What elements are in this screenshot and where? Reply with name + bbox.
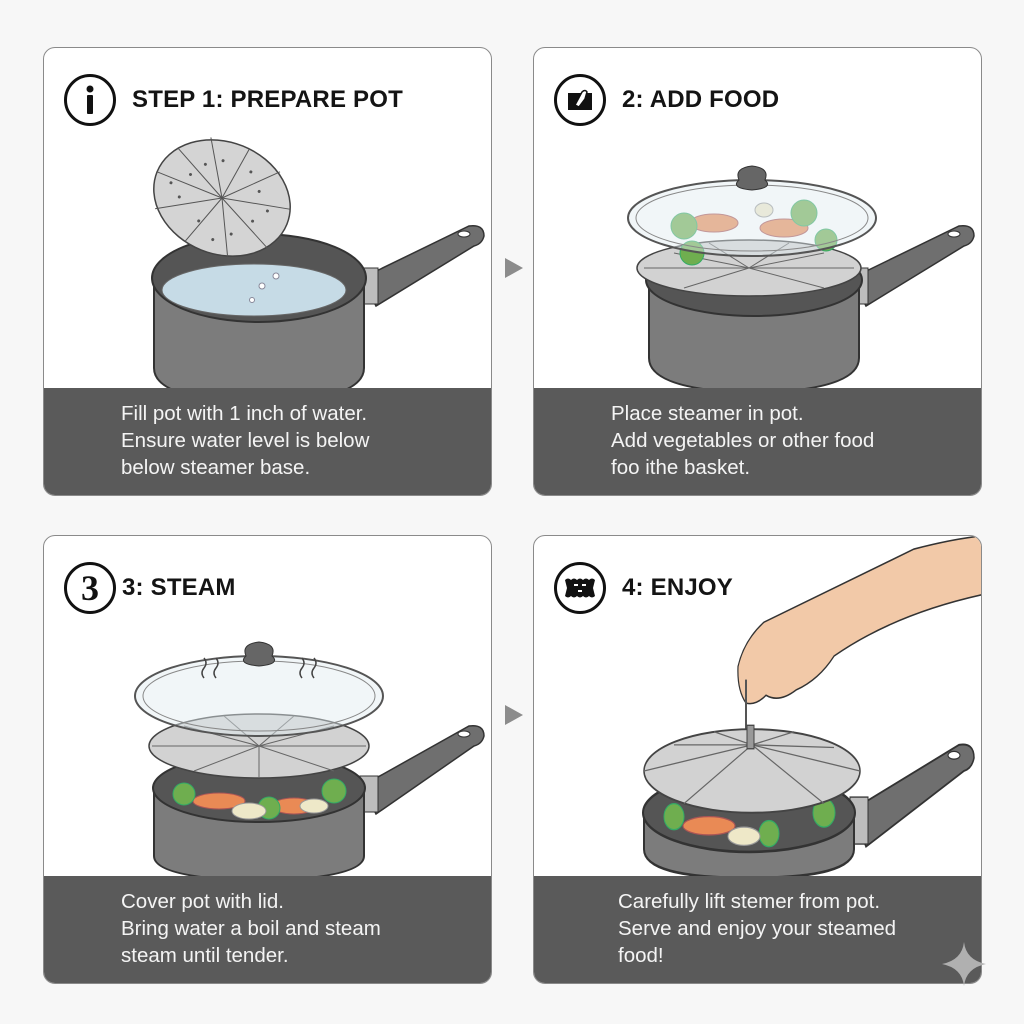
step-header: 2: ADD FOOD: [554, 72, 779, 128]
step-number: 3: [81, 568, 99, 608]
add-food-icon: [554, 74, 606, 126]
step-caption: Fill pot with 1 inch of water. Ensure wa…: [44, 388, 491, 495]
caption-line: Ensure water level is below: [121, 429, 370, 452]
step-title: STEP 1: PREPARE POT: [132, 86, 403, 113]
step-title: 4: ENJOY: [622, 574, 733, 601]
number-3-icon: 3: [64, 562, 116, 614]
caption-line: steam until tender.: [121, 944, 289, 967]
caption-line: Place steamer in pot.: [611, 402, 804, 425]
info-icon: [64, 74, 116, 126]
pot-with-steamer-illustration: [627, 165, 975, 390]
caption-line: Fill pot with 1 inch of water.: [121, 402, 368, 425]
step-panel-3: 3 3: STEAM Cover pot with lid. Bring wat…: [43, 535, 492, 984]
hand-lifting-steamer-illustration: [642, 536, 981, 878]
next-arrow-1: [505, 258, 523, 278]
caption-line: Bring water a boil and steam: [121, 917, 381, 940]
step-panel-1: STEP 1: PREPARE POT Fill pot with 1: [43, 47, 492, 496]
caption-line: Add vegetables or other food: [611, 429, 875, 452]
pot-with-water-illustration: [151, 137, 485, 390]
enjoy-icon: [554, 562, 606, 614]
step-panel-2: 2: ADD FOOD Place steamer in pot. Add ve…: [533, 47, 982, 496]
step-title: 3: STEAM: [122, 574, 236, 601]
step-caption: Carefully lift stemer from pot. Serve an…: [534, 876, 981, 983]
step-panel-4: 4: ENJOY Carefully lift stemer from pot.…: [533, 535, 982, 984]
sparkle-icon: [942, 942, 986, 986]
step-header: 3 3: STEAM: [64, 560, 236, 616]
step-caption: Place steamer in pot. Add vegetables or …: [534, 388, 981, 495]
caption-line: foo ithe basket.: [611, 456, 751, 479]
caption-line: Cover pot with lid.: [121, 890, 284, 913]
caption-line: Serve and enjoy your steamed: [618, 917, 897, 940]
step-caption: Cover pot with lid. Bring water a boil a…: [44, 876, 491, 983]
step-header: 4: ENJOY: [554, 560, 733, 616]
caption-line: below steamer base.: [121, 456, 311, 479]
caption-line: Carefully lift stemer from pot.: [618, 890, 881, 913]
next-arrow-2: [505, 705, 523, 725]
covered-pot-steaming-illustration: [134, 641, 485, 878]
step-header: STEP 1: PREPARE POT: [64, 72, 403, 128]
step-title: 2: ADD FOOD: [622, 86, 780, 113]
caption-line: food!: [618, 944, 664, 967]
